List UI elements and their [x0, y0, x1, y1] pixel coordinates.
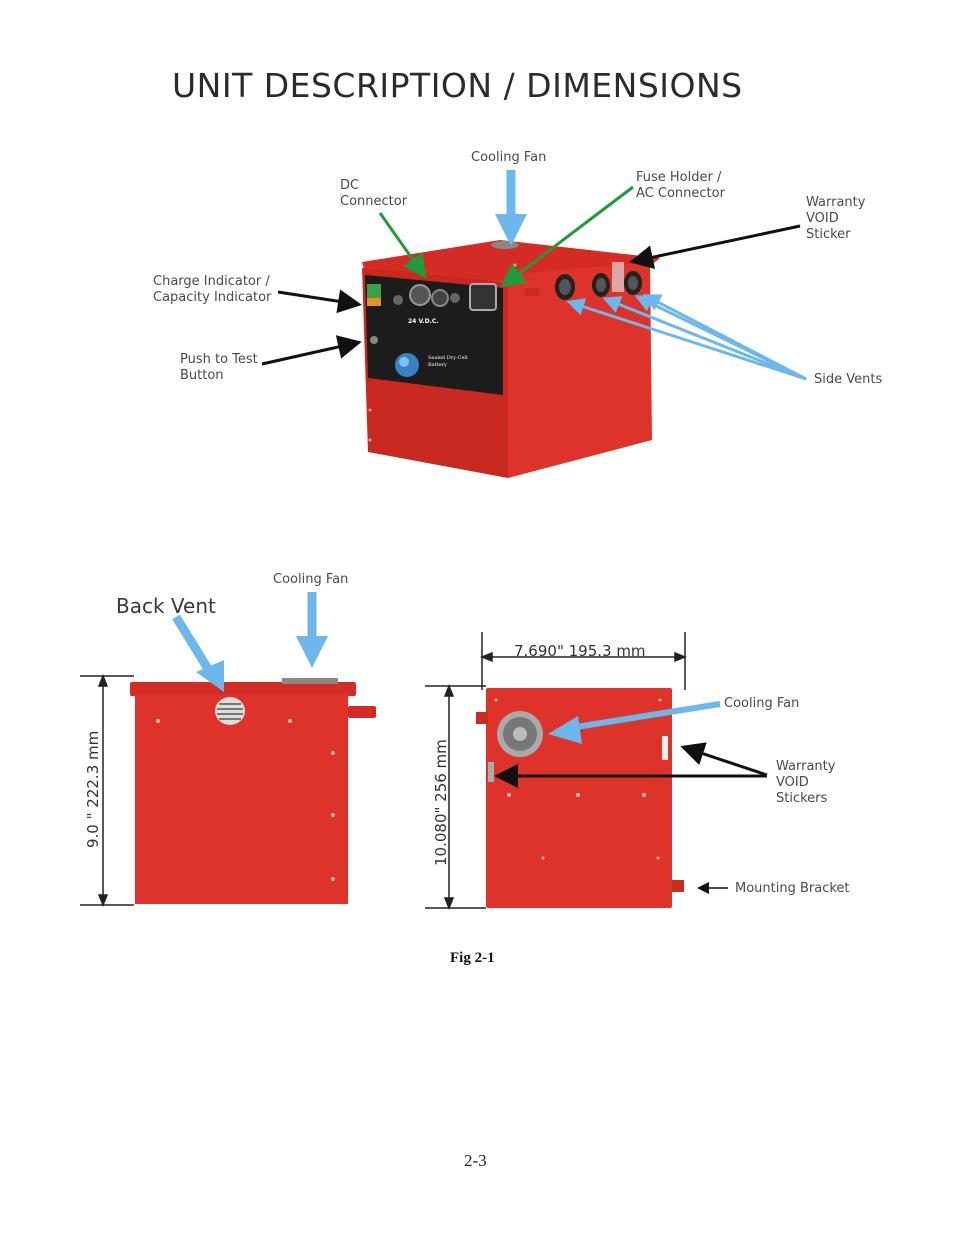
label-charge-indicator: Charge Indicator / Capacity Indicator: [153, 274, 272, 305]
label-mounting-bracket: Mounting Bracket: [735, 881, 850, 896]
arrow-side-cooling-fan: [569, 701, 721, 731]
warranty-sticker: [612, 262, 624, 292]
arrow-push-to-test: [261, 335, 362, 366]
label-side-vents: Side Vents: [814, 372, 883, 387]
arrow-back-vent: [172, 614, 214, 675]
warranty-sticker-2: [488, 762, 494, 782]
page-title: UNIT DESCRIPTION / DIMENSIONS: [172, 66, 743, 105]
arrow-dc-connector: [378, 212, 427, 279]
label-back-cooling-fan: Cooling Fan: [273, 572, 349, 587]
label-side-cooling-fan: Cooling Fan: [724, 696, 800, 711]
figure-caption: Fig 2-1: [450, 950, 495, 966]
side-bracket: [348, 706, 376, 718]
push-to-test-button: [370, 336, 378, 344]
page-number: 2-3: [464, 1151, 487, 1170]
panel-voltage: 24 V.D.C.: [408, 318, 439, 325]
arrow-charge-indicator: [277, 289, 362, 314]
battery-unit-3d: [362, 240, 660, 478]
label-back-vent: Back Vent: [116, 594, 216, 618]
dimension-height-back-text: 9.0 " 222.3 mm: [84, 730, 102, 848]
dc-connector: [409, 284, 431, 306]
arrows-side-vents: [566, 294, 807, 381]
dimension-height-side-text: 10.080" 256 mm: [432, 739, 450, 866]
label-warranty-stickers: Warranty VOID Stickers: [776, 759, 836, 806]
label-dc-connector: DC Connector: [340, 178, 408, 209]
arrow-warranty-1: [680, 742, 768, 777]
charge-indicator: [367, 284, 381, 298]
back-vent: [215, 697, 245, 725]
arrow-warranty: [629, 224, 801, 270]
label-fuse-holder: Fuse Holder / AC Connector: [636, 170, 725, 201]
label-push-to-test: Push to Test Button: [180, 352, 258, 383]
dimension-height-side: [425, 683, 486, 911]
label-warranty-sticker: Warranty VOID Sticker: [806, 195, 866, 242]
dimension-width-side: [479, 632, 688, 690]
warranty-sticker-1: [662, 736, 668, 760]
fuse-holder: [469, 283, 497, 311]
battery-back-view: [130, 678, 376, 904]
label-cooling-fan: Cooling Fan: [471, 150, 547, 165]
dimension-height-back: [80, 673, 134, 908]
arrow-fuse-holder: [500, 185, 634, 288]
dimension-width-text: 7.690" 195.3 mm: [514, 642, 646, 660]
battery-side-view: [476, 688, 684, 908]
panel-product: Sealed Dry-Cell Battery: [428, 355, 468, 368]
mounting-bracket: [672, 880, 684, 892]
